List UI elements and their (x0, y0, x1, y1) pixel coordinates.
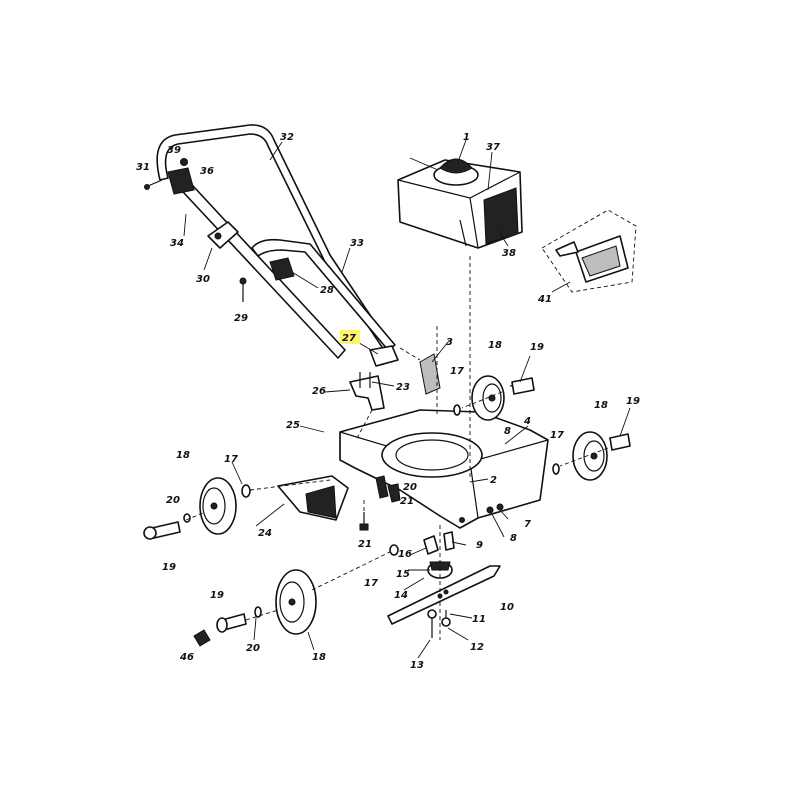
wheel-front-left (199, 477, 237, 535)
axle-bolt-19d (216, 613, 247, 633)
label-18-a: 18 (488, 340, 502, 351)
label-19-b: 19 (626, 396, 640, 407)
washers (183, 404, 560, 618)
label-8-b: 8 (510, 533, 517, 544)
handle-bracket (269, 257, 295, 281)
label-14: 14 (394, 590, 408, 601)
callout-labels: 1 37 38 41 39 31 36 32 34 30 33 28 29 27… (136, 132, 640, 671)
label-25: 25 (286, 420, 300, 431)
label-20-b: 20 (403, 482, 417, 493)
label-18-d: 18 (312, 652, 326, 663)
label-27: 27 (342, 333, 356, 344)
cable-clip (207, 221, 239, 249)
bolts-23 (359, 372, 371, 388)
label-26: 26 (312, 386, 326, 397)
mower-deck (339, 409, 549, 529)
label-12: 12 (470, 642, 484, 653)
label-34: 34 (170, 238, 184, 249)
key-9 (443, 531, 455, 551)
label-39: 39 (167, 145, 181, 156)
wheel-front-right (572, 431, 631, 481)
label-38: 38 (502, 248, 516, 259)
label-17-d: 17 (364, 578, 378, 589)
wheel-rear-left (275, 569, 317, 635)
label-18-c: 18 (176, 450, 190, 461)
label-28: 28 (320, 285, 334, 296)
label-2: 2 (490, 475, 497, 486)
label-30: 30 (196, 274, 210, 285)
handle-knob (167, 167, 195, 195)
nut-39 (180, 158, 188, 166)
label-21-b: 21 (358, 539, 372, 550)
label-9: 9 (476, 540, 483, 551)
grass-deflector (541, 209, 637, 293)
label-3: 3 (446, 337, 453, 348)
handle-mount-bracket (349, 345, 399, 411)
blade-bolts (427, 609, 451, 638)
label-19-c: 19 (162, 562, 176, 573)
highlight-marker (340, 330, 360, 344)
label-15: 15 (396, 569, 410, 580)
label-21-a: 21 (400, 496, 414, 507)
nut-46 (193, 629, 211, 647)
label-32: 32 (280, 132, 294, 143)
handle-bolt-29 (239, 277, 247, 302)
label-41: 41 (537, 294, 552, 305)
assembly-lines (185, 256, 609, 640)
label-11: 11 (472, 614, 486, 625)
label-24: 24 (258, 528, 272, 539)
label-7: 7 (524, 519, 531, 530)
bolt-21 (359, 512, 369, 531)
axle-bolt-19c (143, 521, 181, 540)
bolt-31 (144, 179, 163, 190)
label-1: 1 (463, 132, 470, 143)
engine (397, 157, 523, 249)
leader-lines (183, 139, 631, 659)
label-20-c: 20 (246, 643, 260, 654)
label-8-a: 8 (504, 426, 511, 437)
label-36: 36 (200, 166, 214, 177)
label-33: 33 (350, 238, 364, 249)
label-13: 13 (410, 660, 424, 671)
label-31: 31 (136, 162, 150, 173)
label-17-b: 17 (550, 430, 564, 441)
label-37: 37 (486, 142, 500, 153)
label-16: 16 (398, 549, 412, 560)
label-17-a: 17 (450, 366, 464, 377)
label-4: 4 (523, 416, 531, 427)
handle-bolt-3 (419, 353, 441, 395)
label-17-c: 17 (224, 454, 238, 465)
label-20-a: 20 (166, 495, 180, 506)
label-23: 23 (396, 382, 410, 393)
label-29: 29 (234, 313, 248, 324)
label-19-a: 19 (530, 342, 544, 353)
label-46: 46 (179, 652, 194, 663)
discharge-chute (277, 475, 349, 521)
label-19-d: 19 (210, 590, 224, 601)
blade (387, 565, 501, 625)
label-18-b: 18 (594, 400, 608, 411)
wheel-rear-right (471, 375, 535, 421)
label-10: 10 (500, 602, 514, 613)
